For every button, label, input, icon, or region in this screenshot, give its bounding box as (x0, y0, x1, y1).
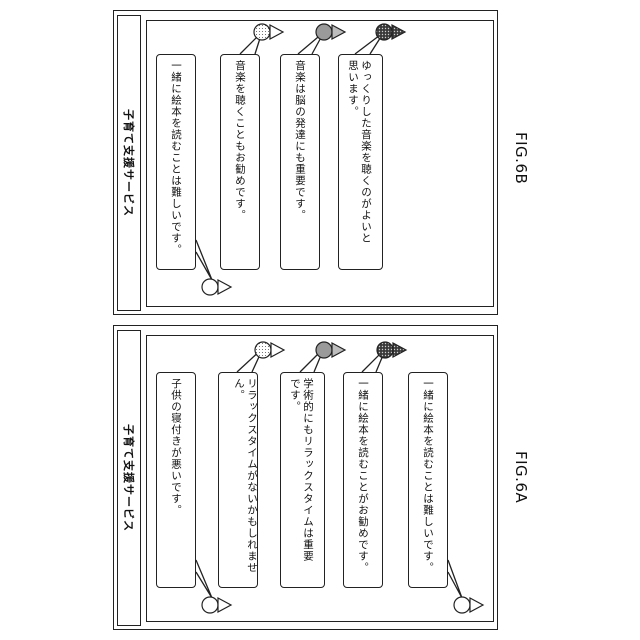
figure-6a-message-2-text: リラックスタイムがないかもしれません。 (232, 378, 258, 583)
figure-6a-header: 子育て支援サービス (117, 330, 141, 626)
figure-6a-message-3-text: 学術的にもリラックスタイムは重要 です。 (288, 378, 314, 583)
figure-6b-message-4-text: ゆっくりした音楽を聴くのがよいと 思います。 (346, 60, 372, 265)
figure-6b-chat-area (146, 20, 494, 307)
figure-6a-message-5-text: 一緒に絵本を読むことは難しいです。 (421, 378, 434, 583)
figure-6b-header: 子育て支援サービス (117, 15, 141, 311)
figure-6b-header-title: 子育て支援サービス (121, 109, 137, 217)
figure-6a-message-4-text: 一緒に絵本を読むことがお勧めです。 (356, 378, 369, 583)
figure-6a-header-title: 子育て支援サービス (121, 424, 137, 532)
figure-6b-message-1-text: 一緒に絵本を読むことは難しいです。 (169, 60, 182, 265)
figure-6b-caption: FIG.6B (512, 132, 530, 184)
figure-6b-message-3-text: 音楽は脳の発達にも重要です。 (293, 60, 306, 265)
figure-6b-message-2-text: 音楽を聴くこともお勧めです。 (233, 60, 246, 265)
figure-6a-message-1-text: 子供の寝付きが悪いです。 (169, 378, 182, 583)
figure-6a-caption: FIG.6A (512, 451, 530, 503)
